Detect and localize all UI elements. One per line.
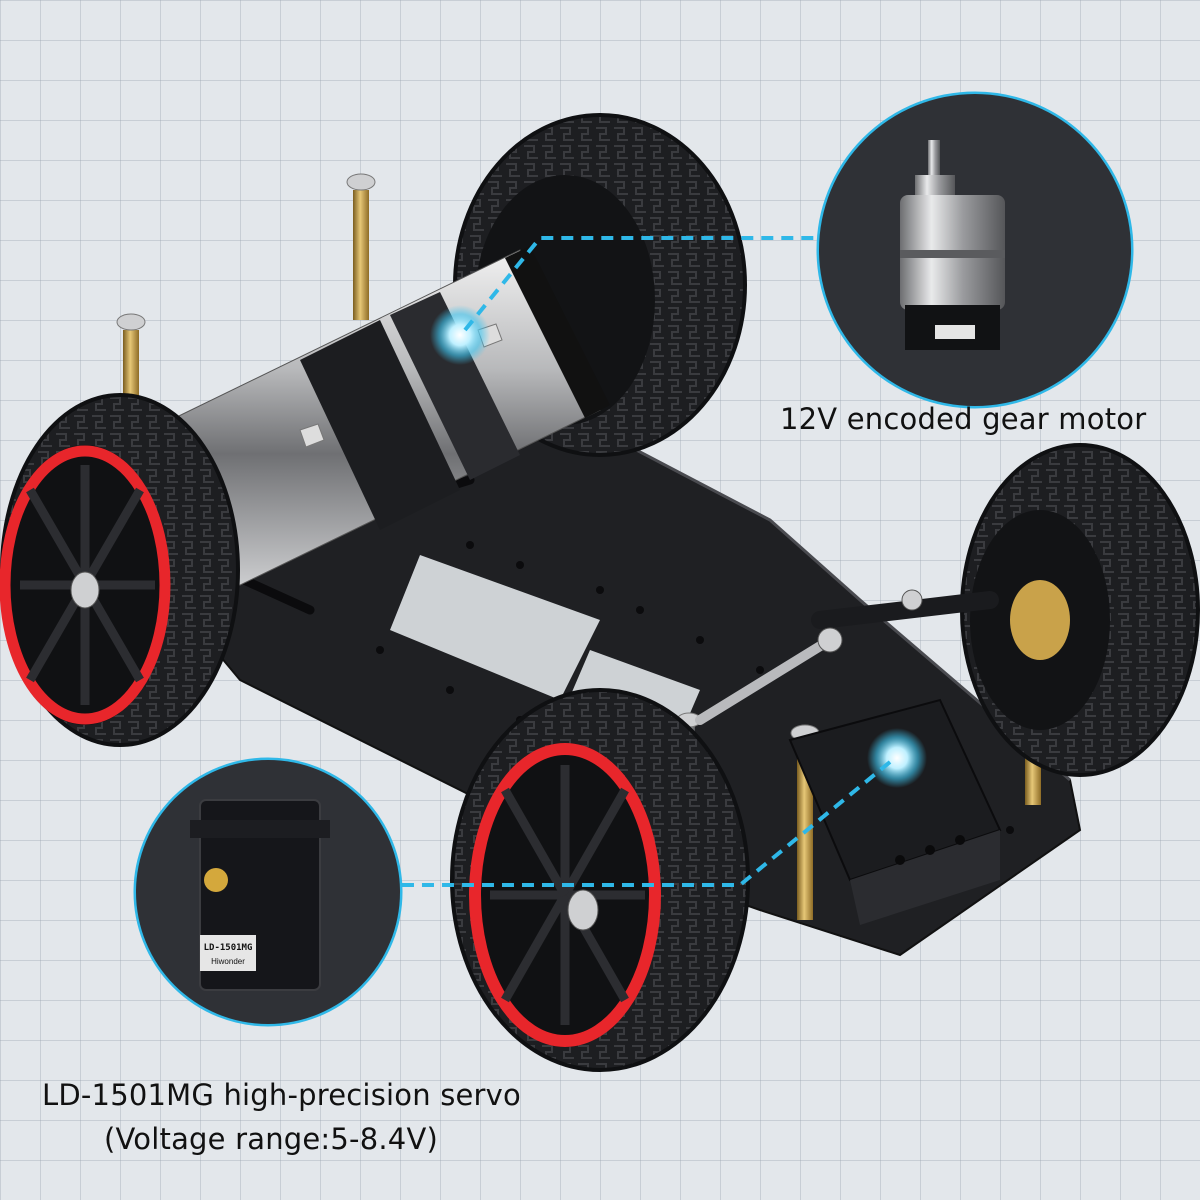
steering-linkage bbox=[695, 589, 999, 725]
servo-model-print: LD-1501MG bbox=[204, 943, 253, 953]
motor-leader-line bbox=[463, 236, 818, 332]
leader-lines bbox=[400, 236, 892, 887]
servo-leader-line bbox=[400, 760, 892, 887]
servo-icon bbox=[190, 799, 330, 991]
front-left-wheel bbox=[450, 688, 750, 1072]
servo-voltage-caption: (Voltage range:5-8.4V) bbox=[104, 1122, 438, 1156]
motor-hotspot[interactable] bbox=[430, 305, 490, 365]
servo-caption: LD-1501MG high-precision servo bbox=[42, 1078, 521, 1112]
servo-callout[interactable]: LD-1501MG Hiwonder bbox=[133, 757, 403, 1027]
motor-callout[interactable] bbox=[816, 91, 1134, 409]
rear-left-wheel bbox=[0, 393, 240, 747]
chassis-cutout bbox=[390, 555, 600, 700]
servo-brand-print: Hiwonder bbox=[211, 957, 245, 966]
front-right-wheel bbox=[960, 443, 1200, 777]
motor-caption: 12V encoded gear motor bbox=[780, 402, 1147, 436]
steering-servo bbox=[788, 698, 1002, 925]
servo-hotspot[interactable] bbox=[867, 728, 927, 788]
gear-motor-icon bbox=[900, 140, 1005, 350]
